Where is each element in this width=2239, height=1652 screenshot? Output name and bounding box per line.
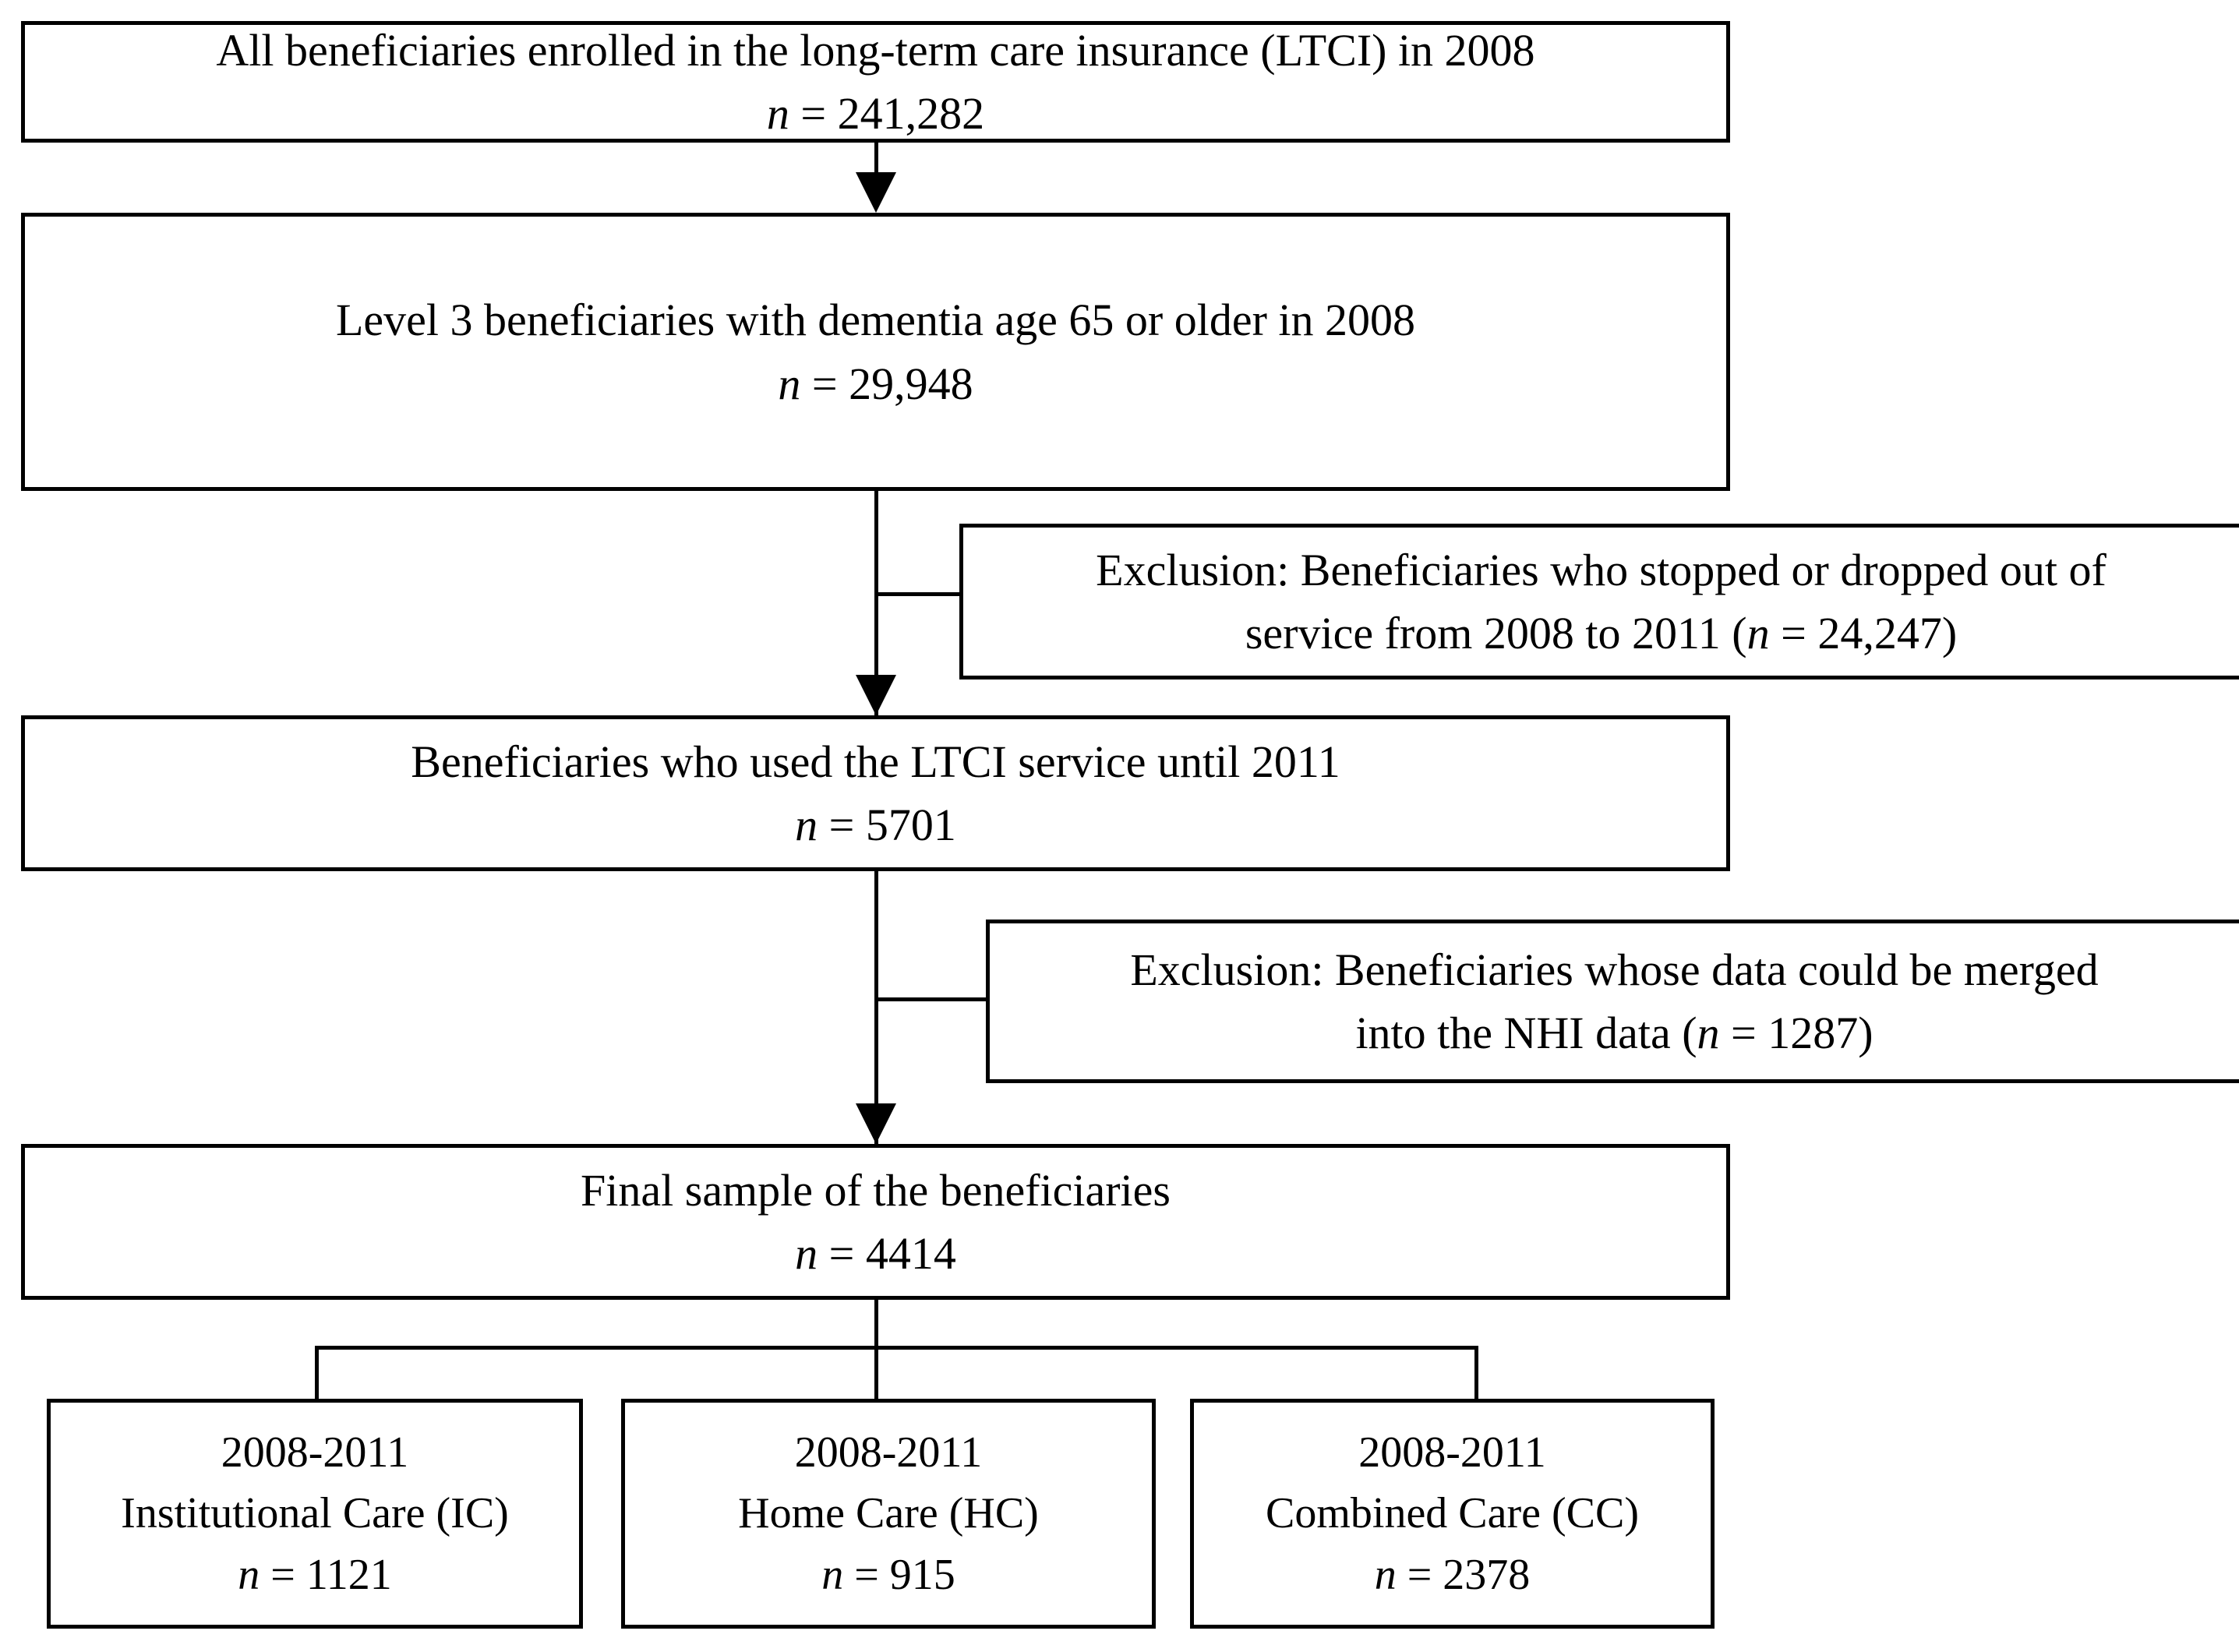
exclusion-2-line2-pre: into the NHI data ( [1355, 1008, 1697, 1058]
n-value: = 29,948 [800, 358, 973, 409]
n-symbol: n [238, 1550, 260, 1599]
node-exclusion-2: Exclusion: Beneficiaries whose data coul… [986, 920, 2239, 1083]
group-0-name: Institutional Care (IC) [121, 1489, 509, 1538]
n-value: = 1121 [260, 1550, 392, 1599]
connector-enrolled-to-level3 [874, 143, 878, 189]
exclusion-2-line1: Exclusion: Beneficiaries whose data coul… [1130, 944, 2099, 995]
node-final-sample-line1: Final sample of the beneficiaries [581, 1164, 1171, 1216]
n-symbol: n [1746, 608, 1770, 658]
branch-to-exclusion-2 [874, 997, 988, 1001]
n-symbol: n [766, 88, 789, 139]
n-symbol: n [1697, 1008, 1720, 1058]
node-enrolled-line1: All beneficiaries enrolled in the long-t… [216, 24, 1535, 76]
node-used-ltci-until-2011: Beneficiaries who used the LTCI service … [21, 715, 1730, 871]
group-0-count: n = 1121 [238, 1544, 392, 1605]
node-group-institutional-care: 2008-2011 Institutional Care (IC) n = 11… [47, 1399, 583, 1629]
n-symbol: n [795, 800, 818, 850]
node-exclusion-1: Exclusion: Beneficiaries who stopped or … [959, 524, 2239, 680]
node-used2011-count: n = 5701 [795, 793, 956, 856]
arrowhead-to-level3 [856, 172, 896, 213]
node-group-home-care: 2008-2011 Home Care (HC) n = 915 [621, 1399, 1156, 1629]
exclusion-1-line2: service from 2008 to 2011 (n = 24,247) [1245, 602, 1957, 665]
node-used2011-line1: Beneficiaries who used the LTCI service … [411, 736, 1340, 787]
node-level3-count: n = 29,948 [778, 352, 973, 415]
node-group-combined-care: 2008-2011 Combined Care (CC) n = 2378 [1190, 1399, 1715, 1629]
exclusion-1-line2-pre: service from 2008 to 2011 ( [1245, 608, 1747, 658]
arrowhead-to-final-sample [856, 1103, 896, 1144]
branch-to-exclusion-1 [874, 592, 962, 596]
n-value: = 2378 [1396, 1550, 1531, 1599]
group-2-period: 2008-2011 [1358, 1428, 1546, 1477]
node-all-beneficiaries-enrolled: All beneficiaries enrolled in the long-t… [21, 21, 1730, 143]
fork-stem [874, 1300, 878, 1350]
n-symbol: n [778, 358, 801, 409]
n-value: = 915 [843, 1550, 955, 1599]
n-symbol: n [1374, 1550, 1397, 1599]
n-symbol: n [821, 1550, 844, 1599]
node-final-sample: Final sample of the beneficiaries n = 44… [21, 1144, 1730, 1300]
group-0-period: 2008-2011 [221, 1428, 409, 1477]
group-1-period: 2008-2011 [794, 1428, 983, 1477]
group-1-name: Home Care (HC) [738, 1489, 1039, 1538]
fork-drop-combined [1474, 1346, 1478, 1399]
node-final-sample-count: n = 4414 [795, 1222, 956, 1285]
fork-drop-institutional [315, 1346, 319, 1399]
group-2-count: n = 2378 [1375, 1544, 1531, 1605]
group-2-name: Combined Care (CC) [1265, 1489, 1640, 1538]
fork-crossbar [315, 1346, 1478, 1350]
node-level3-beneficiaries: Level 3 beneficiaries with dementia age … [21, 213, 1730, 491]
connector-level3-to-used2011 [874, 491, 878, 715]
n-value: = 1287) [1719, 1008, 1873, 1058]
n-value: = 24,247) [1769, 608, 1958, 658]
group-1-count: n = 915 [821, 1544, 955, 1605]
n-symbol: n [795, 1228, 818, 1279]
fork-drop-home [874, 1346, 878, 1399]
exclusion-1-line1: Exclusion: Beneficiaries who stopped or … [1096, 544, 2107, 595]
arrowhead-to-used2011 [856, 675, 896, 715]
n-value: = 5701 [818, 800, 956, 850]
node-level3-line1: Level 3 beneficiaries with dementia age … [335, 295, 1416, 346]
n-value: = 4414 [818, 1228, 956, 1279]
node-enrolled-count: n = 241,282 [767, 82, 984, 145]
connector-used2011-to-final [874, 871, 878, 1144]
n-value: = 241,282 [789, 88, 985, 139]
exclusion-2-line2: into the NHI data (n = 1287) [1355, 1001, 1873, 1064]
